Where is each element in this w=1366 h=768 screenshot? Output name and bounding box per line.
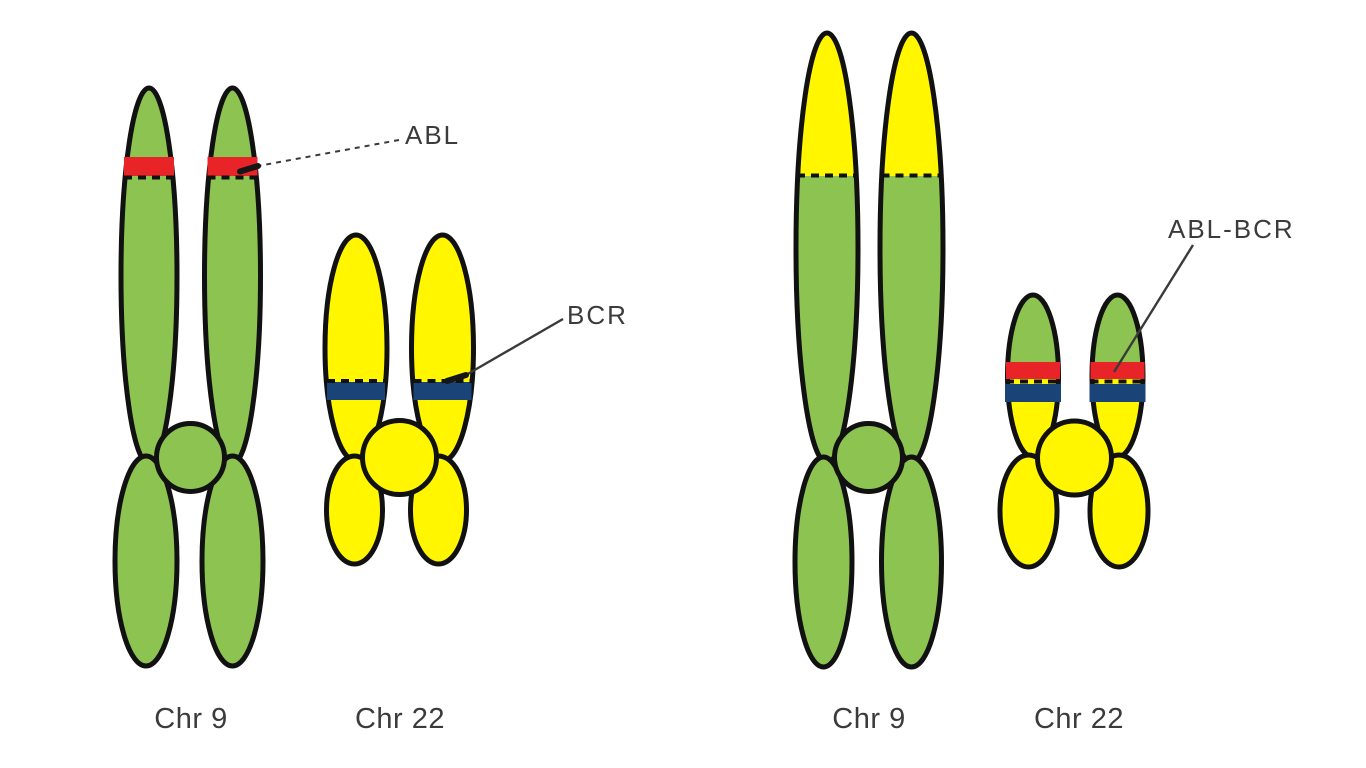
chr9-top-arm-left (118, 85, 180, 467)
annotation-abl-bcr: ABL-BCR (1112, 214, 1295, 373)
abl-leader-tick (237, 163, 261, 175)
der9-bottom-arm-right (879, 454, 944, 670)
ph-bcr-band-left (1005, 384, 1061, 402)
label-chr9-derivative: Chr 9 (832, 703, 905, 735)
chr9-top-arm-right (202, 85, 263, 467)
bcr-leader-tick (444, 372, 469, 384)
der9-bottom-arm-left (792, 454, 855, 670)
ph-bottom-arm-left (997, 452, 1060, 570)
ph-abl-band-left (1006, 362, 1060, 379)
chr22-centromere (360, 418, 439, 497)
label-chr9-normal: Chr 9 (154, 703, 227, 735)
annotation-abl: ABL (237, 120, 460, 175)
ph-bcr-band-right (1089, 384, 1146, 402)
label-chr22-normal: Chr 22 (355, 703, 445, 735)
annotation-bcr: BCR (444, 300, 628, 384)
bcr-leader-line (465, 317, 564, 377)
chr9-bottom-arm-left (112, 453, 180, 669)
panel-after-translocation: ABL-BCR Chr 9 Chr 22 (792, 30, 1295, 735)
chromosome-22-normal (322, 232, 476, 567)
panel-before-translocation: ABL BCR Chr 9 Chr 22 (112, 85, 628, 735)
chromosome-9-normal (112, 85, 266, 669)
abl-leader-line (257, 139, 400, 167)
chr22-bottom-arm-left (324, 453, 385, 567)
ph-centromere (1035, 418, 1114, 498)
abl-band-left (124, 157, 174, 176)
bcr-label: BCR (567, 300, 628, 330)
abl-bcr-label: ABL-BCR (1168, 214, 1295, 244)
chromosome-9-derivative (792, 30, 946, 670)
chromosome-22-philadelphia (997, 292, 1151, 570)
chr9-bottom-arm-right (199, 453, 266, 669)
bcr-band-right (413, 382, 472, 400)
abl-bcr-leader-line (1112, 244, 1195, 373)
bcr-band-left (327, 382, 385, 400)
chr9-centromere (154, 421, 227, 494)
abl-label: ABL (405, 120, 460, 150)
label-chr22-philadelphia: Chr 22 (1034, 703, 1124, 735)
ph-abl-band-right (1090, 362, 1145, 379)
der9-centromere (832, 421, 905, 494)
